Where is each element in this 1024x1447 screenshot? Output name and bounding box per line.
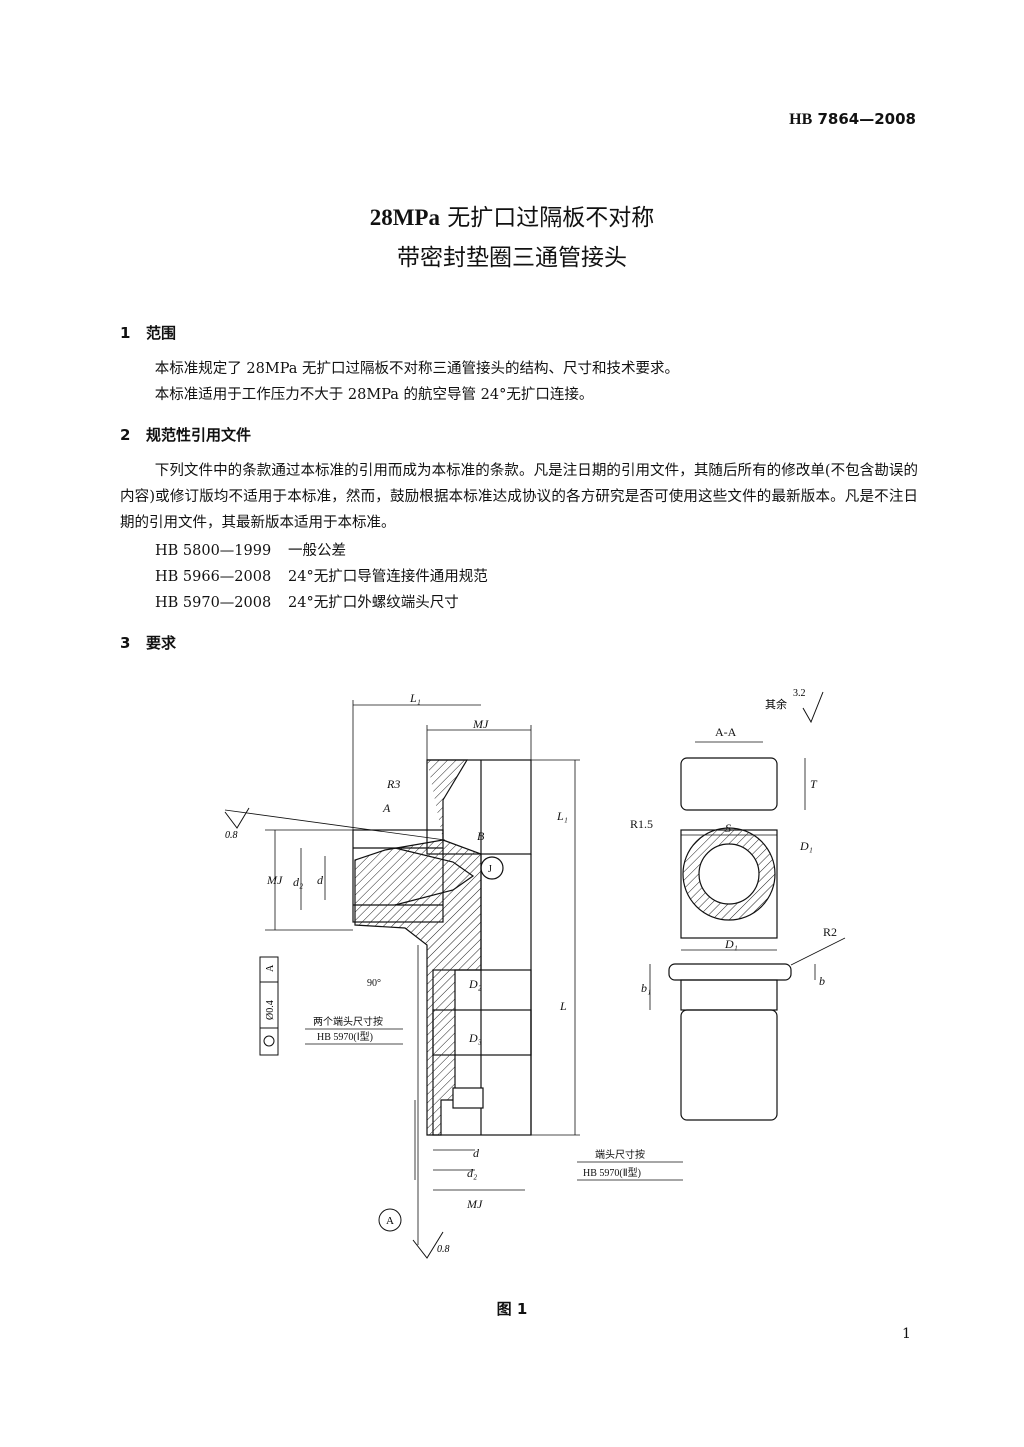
standard-prefix: HB <box>789 111 813 128</box>
reference-code: HB 5970—2008 <box>155 595 272 611</box>
paragraph: 本标准适用于工作压力不大于 28MPa 的航空导管 24°无扩口连接。 <box>154 387 594 403</box>
datum-a-label: A <box>386 1215 394 1227</box>
bottom-port <box>452 1087 484 1109</box>
label-d2-bottom: d₂ <box>467 1166 477 1180</box>
roughness-note-label: 其余 <box>765 697 787 711</box>
title-line-1: 28MPa 无扩口过隔板不对称 <box>0 198 1024 238</box>
roughness-icon <box>412 1231 444 1259</box>
label-d: d <box>317 873 324 887</box>
main-view-labels: L₁ MJ R3 A B J MJ d₂ d D₂ D₃ L L₁ 90° d … <box>266 691 568 1211</box>
label-D2: D₂ <box>468 977 482 991</box>
section-number: 1 <box>120 324 131 342</box>
label-B: B <box>477 829 485 843</box>
datum-a-circle <box>378 1208 402 1232</box>
figure-caption: 图 1 <box>496 1300 528 1318</box>
label-b: b <box>819 974 825 988</box>
section-view-dimensions <box>649 741 846 1010</box>
label-A: A <box>382 801 391 815</box>
label-MJ-left: MJ <box>266 873 283 887</box>
label-d2: d₂ <box>293 875 303 889</box>
drawing-svg: L₁ MJ R3 A B J MJ d₂ d D₂ D₃ L L₁ 90° d … <box>224 688 846 1259</box>
section-2-body: 下列文件中的条款通过本标准的引用而成为本标准的条款。凡是注日期的引用文件，其随后… <box>120 458 918 536</box>
section-number: 2 <box>120 426 131 444</box>
label-b1: b₁ <box>641 981 651 995</box>
title-pressure: 28MPa <box>369 205 440 230</box>
label-L1: L₁ <box>409 691 421 705</box>
label-MJ: MJ <box>472 717 489 731</box>
section-number: 3 <box>120 634 131 652</box>
label-d-bottom: d <box>473 1146 480 1160</box>
label-L: L <box>559 999 567 1013</box>
reference-code: HB 5966—2008 <box>155 569 272 585</box>
section-title: 范围 <box>146 324 177 342</box>
note-two-ends-line2: HB 5970(Ⅰ型) <box>317 1030 373 1043</box>
title-line-1-text: 无扩口过隔板不对称 <box>439 205 655 231</box>
reference-item: HB 5966—2008 24°无扩口导管连接件通用规范 <box>155 564 488 590</box>
note-end-line1: 端头尺寸按 <box>595 1148 645 1161</box>
label-R2: R2 <box>823 925 837 939</box>
detail-j-circle <box>480 856 504 880</box>
label-J: J <box>488 864 492 875</box>
section-lower-fitting <box>680 1009 778 1121</box>
main-view-dimensions <box>224 700 580 1245</box>
page-number: 1 <box>902 1326 911 1342</box>
tolerance-datum: A <box>265 964 276 972</box>
standard-number: HB 7864—2008 <box>789 110 916 129</box>
reference-name: 24°无扩口外螺纹端头尺寸 <box>288 595 459 611</box>
reference-name: 24°无扩口导管连接件通用规范 <box>288 569 488 585</box>
label-R15: R1.5 <box>630 817 653 831</box>
reference-name: 一般公差 <box>288 543 346 559</box>
section-1-heading: 1 范围 <box>120 322 176 343</box>
main-view <box>352 759 532 1136</box>
section-view <box>668 757 792 1121</box>
paragraph: 下列文件中的条款通过本标准的引用而成为本标准的条款。凡是注日期的引用文件，其随后… <box>120 463 918 531</box>
roughness-icon <box>802 691 824 724</box>
roughness-icon <box>224 807 250 829</box>
position-tolerance-icon <box>263 1035 275 1047</box>
body-section-hatch <box>354 759 482 1136</box>
roughness-fine-bottom: 0.8 <box>437 1244 450 1255</box>
section-upper-fitting <box>680 757 778 811</box>
label-D1-upper: D₁ <box>799 839 813 853</box>
note-two-ends-line1: 两个端头尺寸按 <box>313 1015 383 1028</box>
section-inner-circle <box>698 843 760 905</box>
roughness-markers <box>224 691 824 1259</box>
reference-list: HB 5800—1999 一般公差 HB 5966—2008 24°无扩口导管连接件… <box>155 538 488 616</box>
section-title: 规范性引用文件 <box>146 426 252 444</box>
section-groove <box>680 979 778 1011</box>
document-title: 28MPa 无扩口过隔板不对称 带密封垫圈三通管接头 <box>0 198 1024 278</box>
roughness-note-value: 3.2 <box>793 688 806 699</box>
label-section: A-A <box>715 725 737 739</box>
reference-item: HB 5800—1999 一般公差 <box>155 538 488 564</box>
section-1-body: 本标准规定了 28MPa 无扩口过隔板不对称三通管接头的结构、尺寸和技术要求。 … <box>120 356 918 408</box>
section-2-heading: 2 规范性引用文件 <box>120 424 251 445</box>
roughness-fine-left: 0.8 <box>225 830 238 841</box>
sealing-washer <box>668 963 792 981</box>
section-3-heading: 3 要求 <box>120 632 176 653</box>
title-line-2: 带密封垫圈三通管接头 <box>397 245 627 271</box>
branch-bore <box>394 847 475 906</box>
label-D1: D₁ <box>724 937 738 951</box>
label-T: T <box>810 777 818 791</box>
section-view-labels: A-A T R1.5 S D₁ D₁ R2 b₁ b <box>630 725 837 995</box>
label-D3: D₃ <box>468 1031 482 1045</box>
tolerance-value: Ø0.4 <box>265 1000 276 1020</box>
section-title: 要求 <box>146 634 177 652</box>
paragraph: 本标准规定了 28MPa 无扩口过隔板不对称三通管接头的结构、尺寸和技术要求。 <box>154 361 680 377</box>
tolerance-frame: A Ø0.4 <box>259 956 279 1056</box>
reference-code: HB 5800—1999 <box>155 543 272 559</box>
label-L1-right: L₁ <box>556 809 568 823</box>
technical-drawing: L₁ MJ R3 A B J MJ d₂ d D₂ D₃ L L₁ 90° d … <box>205 680 865 1280</box>
label-R3: R3 <box>386 777 400 791</box>
reference-item: HB 5970—2008 24°无扩口外螺纹端头尺寸 <box>155 590 488 616</box>
label-angle-90: 90° <box>367 978 381 989</box>
standard-code: 7864—2008 <box>817 110 917 128</box>
notes: 两个端头尺寸按 HB 5970(Ⅰ型) 端头尺寸按 HB 5970(Ⅱ型) <box>305 1015 683 1181</box>
label-MJ-bottom: MJ <box>466 1197 483 1211</box>
note-end-line2: HB 5970(Ⅱ型) <box>583 1166 641 1179</box>
branch-end-fitting <box>352 829 444 923</box>
label-S: S <box>725 821 731 835</box>
